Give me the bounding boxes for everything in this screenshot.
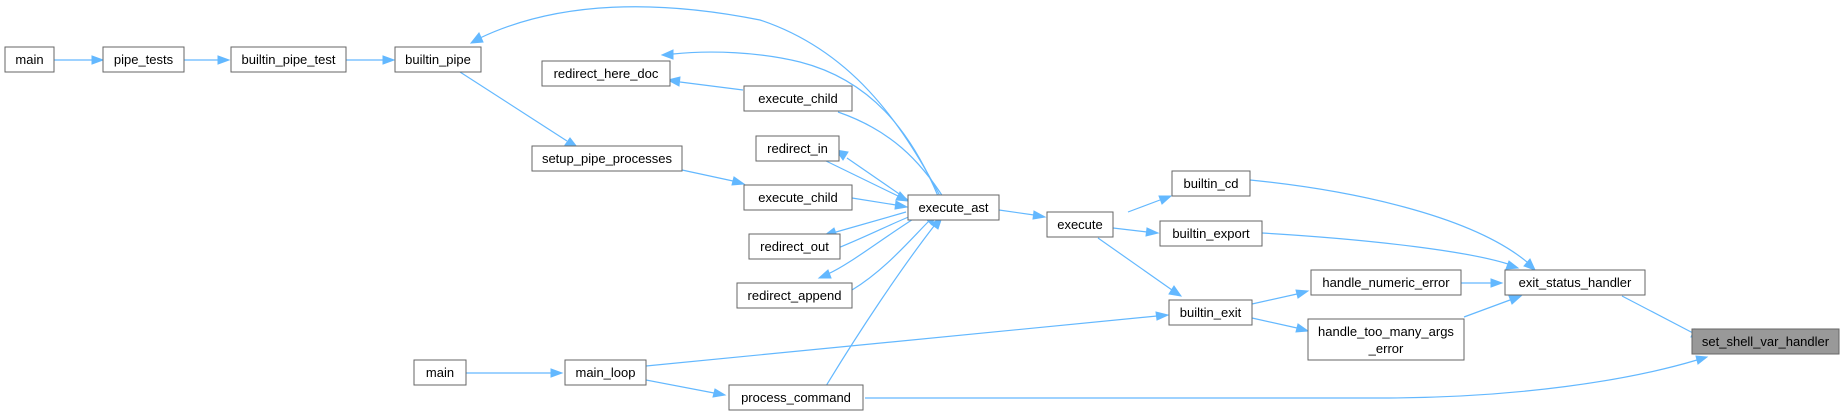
node-label: main [15,52,43,67]
node-label: exit_status_handler [1519,275,1632,290]
edge-execute-ast-to-redirect-out [835,211,907,233]
node-label: setup_pipe_processes [542,151,673,166]
node-label: redirect_append [748,288,842,303]
arrowhead-icon [1158,195,1173,205]
edge-execute-ast-to-redirect-in [846,157,909,201]
edge-builtin-pipe-to-setup-pipe-processes [459,71,568,142]
nodes: main pipe_tests builtin_pipe_test builti… [4,46,1840,411]
node-main[interactable]: main [4,46,55,73]
node-set-shell-var-handler[interactable]: set_shell_var_handler [1691,328,1840,355]
node-label: redirect_out [760,239,829,254]
edge-main-loop-to-builtin-exit [645,315,1158,367]
node-label: handle_too_many_args [1318,324,1454,339]
node-label: builtin_cd [1184,176,1239,191]
node-label: redirect_here_doc [554,66,659,81]
arrowhead-icon [382,55,396,65]
arrowhead-icon [1295,289,1310,299]
node-execute-child-2[interactable]: execute_child [743,184,853,211]
edge-execute-ast-to-redirect-append [827,215,919,275]
edge-execute-child-2-to-execute-ast [851,197,897,206]
edge-execute-to-builtin-exit [1097,237,1173,291]
node-label: builtin_pipe [405,52,471,67]
edge-handle-too-many-args-error-to-exit-status-handler [1463,299,1511,318]
edge-redirect-in-to-execute-ast [823,159,899,197]
node-label: execute_ast [918,200,988,215]
arrowhead-icon [550,368,564,378]
arrowhead-icon [1295,323,1310,333]
arrowhead-icon [660,49,674,60]
arrowhead-icon [895,191,910,202]
arrowhead-icon [894,200,909,210]
arrowhead-icon [1145,227,1160,237]
edge-setup-pipe-processes-to-execute-child-2 [681,169,734,182]
node-builtin-pipe-test[interactable]: builtin_pipe_test [230,46,347,73]
arrowhead-icon [1695,355,1709,365]
node-main-2[interactable]: main [413,359,467,386]
node-redirect-in[interactable]: redirect_in [755,135,840,162]
arrowhead-icon [217,55,231,65]
node-label: main [426,365,454,380]
edge-execute-child-to-redirect-here-doc [679,81,744,91]
node-label: handle_numeric_error [1322,275,1450,290]
node-builtin-export[interactable]: builtin_export [1159,220,1263,247]
node-label: process_command [741,390,851,405]
edge-builtin-exit-to-handle-too-many-args-error [1251,317,1298,329]
edges [48,6,1709,399]
arrowhead-icon [712,388,727,398]
edge-execute-to-builtin-cd [1127,199,1161,213]
arrowhead-icon [1508,295,1523,305]
node-redirect-append[interactable]: redirect_append [736,282,853,309]
arrowhead-icon [1032,210,1047,220]
node-label: builtin_exit [1180,305,1242,320]
node-label: execute [1057,217,1103,232]
node-redirect-here-doc[interactable]: redirect_here_doc [541,60,671,87]
node-execute-ast[interactable]: execute_ast [907,194,1000,221]
node-label: execute_child [758,190,838,205]
edge-execute-ast-to-execute [998,209,1035,216]
edge-process-command-to-set-shell-var-handler [865,359,1698,399]
node-label: builtin_pipe_test [242,52,336,67]
node-main-loop[interactable]: main_loop [564,359,647,386]
node-builtin-cd[interactable]: builtin_cd [1171,170,1251,197]
arrowhead-icon [1168,285,1183,297]
node-redirect-out[interactable]: redirect_out [748,233,841,260]
edge-main-loop-to-process-command [645,379,715,394]
node-label: set_shell_var_handler [1702,334,1830,349]
arrowhead-icon [1490,278,1504,288]
arrowhead-icon [1505,260,1520,270]
edge-execute-ast-to-redirect-here-doc [672,51,939,197]
edge-process-command-to-execute-ast [825,225,935,387]
arrowhead-icon [666,76,681,87]
edge-execute-ast-to-execute-child-1 [837,111,946,201]
node-label: pipe_tests [114,52,174,67]
node-builtin-pipe[interactable]: builtin_pipe [394,46,482,73]
node-label: redirect_in [767,141,828,156]
arrowhead-icon [731,176,746,186]
arrowhead-icon [817,269,832,279]
node-process-command[interactable]: process_command [728,384,864,411]
arrowhead-icon [1155,311,1170,321]
node-label: execute_child [758,91,838,106]
edge-builtin-export-to-exit-status-handler [1261,232,1509,265]
node-pipe-tests[interactable]: pipe_tests [102,46,185,73]
node-label: builtin_export [1172,226,1250,241]
node-handle-numeric-error[interactable]: handle_numeric_error [1310,269,1462,296]
edge-exit-status-handler-to-set-shell-var-handler [1621,295,1694,334]
node-setup-pipe-processes[interactable]: setup_pipe_processes [531,145,683,172]
arrowhead-icon [469,32,484,44]
node-builtin-exit[interactable]: builtin_exit [1168,299,1253,326]
node-execute-child[interactable]: execute_child [743,85,853,112]
edge-builtin-cd-to-exit-status-handler [1249,179,1528,263]
edge-execute-to-builtin-export [1112,227,1148,233]
node-execute[interactable]: execute [1046,211,1114,238]
edge-redirect-append-to-execute-ast [851,219,931,291]
node-exit-status-handler[interactable]: exit_status_handler [1504,269,1646,296]
arrowhead-icon [91,55,105,65]
edge-builtin-exit-to-handle-numeric-error [1251,293,1298,305]
node-handle-too-many-args-error[interactable]: handle_too_many_args _error [1307,318,1465,361]
arrowhead-icon [1523,258,1536,271]
node-label-line-2: _error [1368,341,1404,356]
node-label: main_loop [576,365,636,380]
